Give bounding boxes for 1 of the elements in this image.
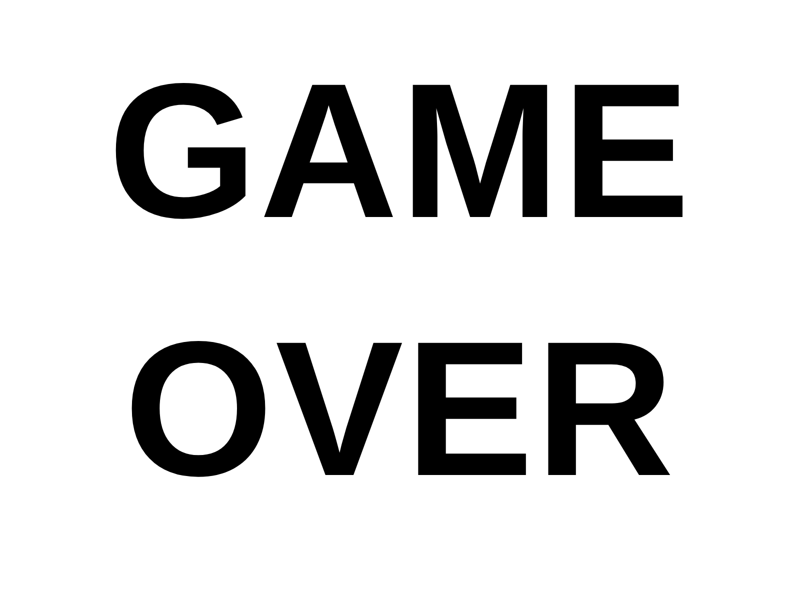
title: GAME OVER bbox=[107, 42, 693, 518]
